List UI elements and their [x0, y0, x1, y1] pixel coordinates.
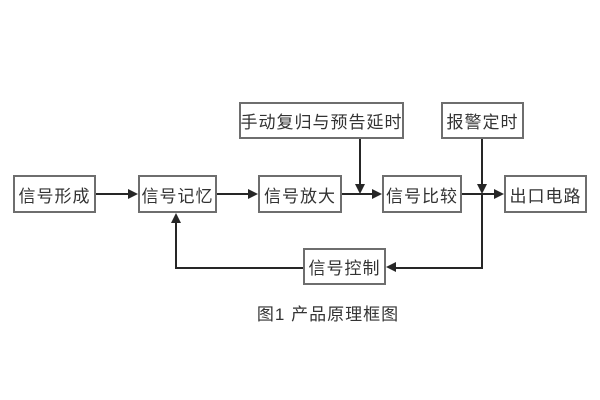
edge-amplification-comparison-arrowhead-icon	[372, 189, 382, 199]
node-signal-memory: 信号记忆	[138, 175, 217, 213]
node-signal-formation: 信号形成	[13, 175, 96, 213]
edge-junction-to-control-vline	[481, 195, 483, 269]
edge-manual-reset-drop-arrowhead-icon	[355, 184, 365, 194]
edge-control-to-memory-arrowhead-icon	[171, 213, 181, 223]
edge-formation-memory-arrowhead-icon	[128, 189, 138, 199]
edge-control-to-memory-vline	[175, 222, 177, 269]
edge-alarm-timing-drop-arrowhead-icon	[477, 184, 487, 194]
edge-memory-amplification-arrowhead-icon	[248, 189, 258, 199]
edge-control-to-memory-hline	[175, 267, 303, 269]
edge-junction-to-control-hline	[395, 267, 483, 269]
node-signal-comparison: 信号比较	[382, 175, 462, 213]
node-alarm-timing: 报警定时	[441, 102, 524, 139]
edge-manual-reset-drop-line	[359, 139, 361, 184]
edge-comparison-output-arrowhead-icon	[494, 189, 504, 199]
edge-alarm-timing-drop-line	[481, 139, 483, 184]
node-signal-control: 信号控制	[303, 248, 386, 285]
edge-memory-amplification-line	[217, 193, 248, 195]
edge-junction-to-control-arrowhead-icon	[386, 262, 396, 272]
edge-amplification-comparison-line	[342, 193, 372, 195]
node-output-circuit: 出口电路	[504, 175, 587, 213]
edge-comparison-output-line	[462, 193, 494, 195]
edge-formation-memory-line	[96, 193, 129, 195]
node-signal-amplification: 信号放大	[258, 175, 342, 213]
node-manual-reset-delay: 手动复归与预告延时	[239, 102, 404, 139]
figure-caption: 图1 产品原理框图	[256, 305, 400, 324]
